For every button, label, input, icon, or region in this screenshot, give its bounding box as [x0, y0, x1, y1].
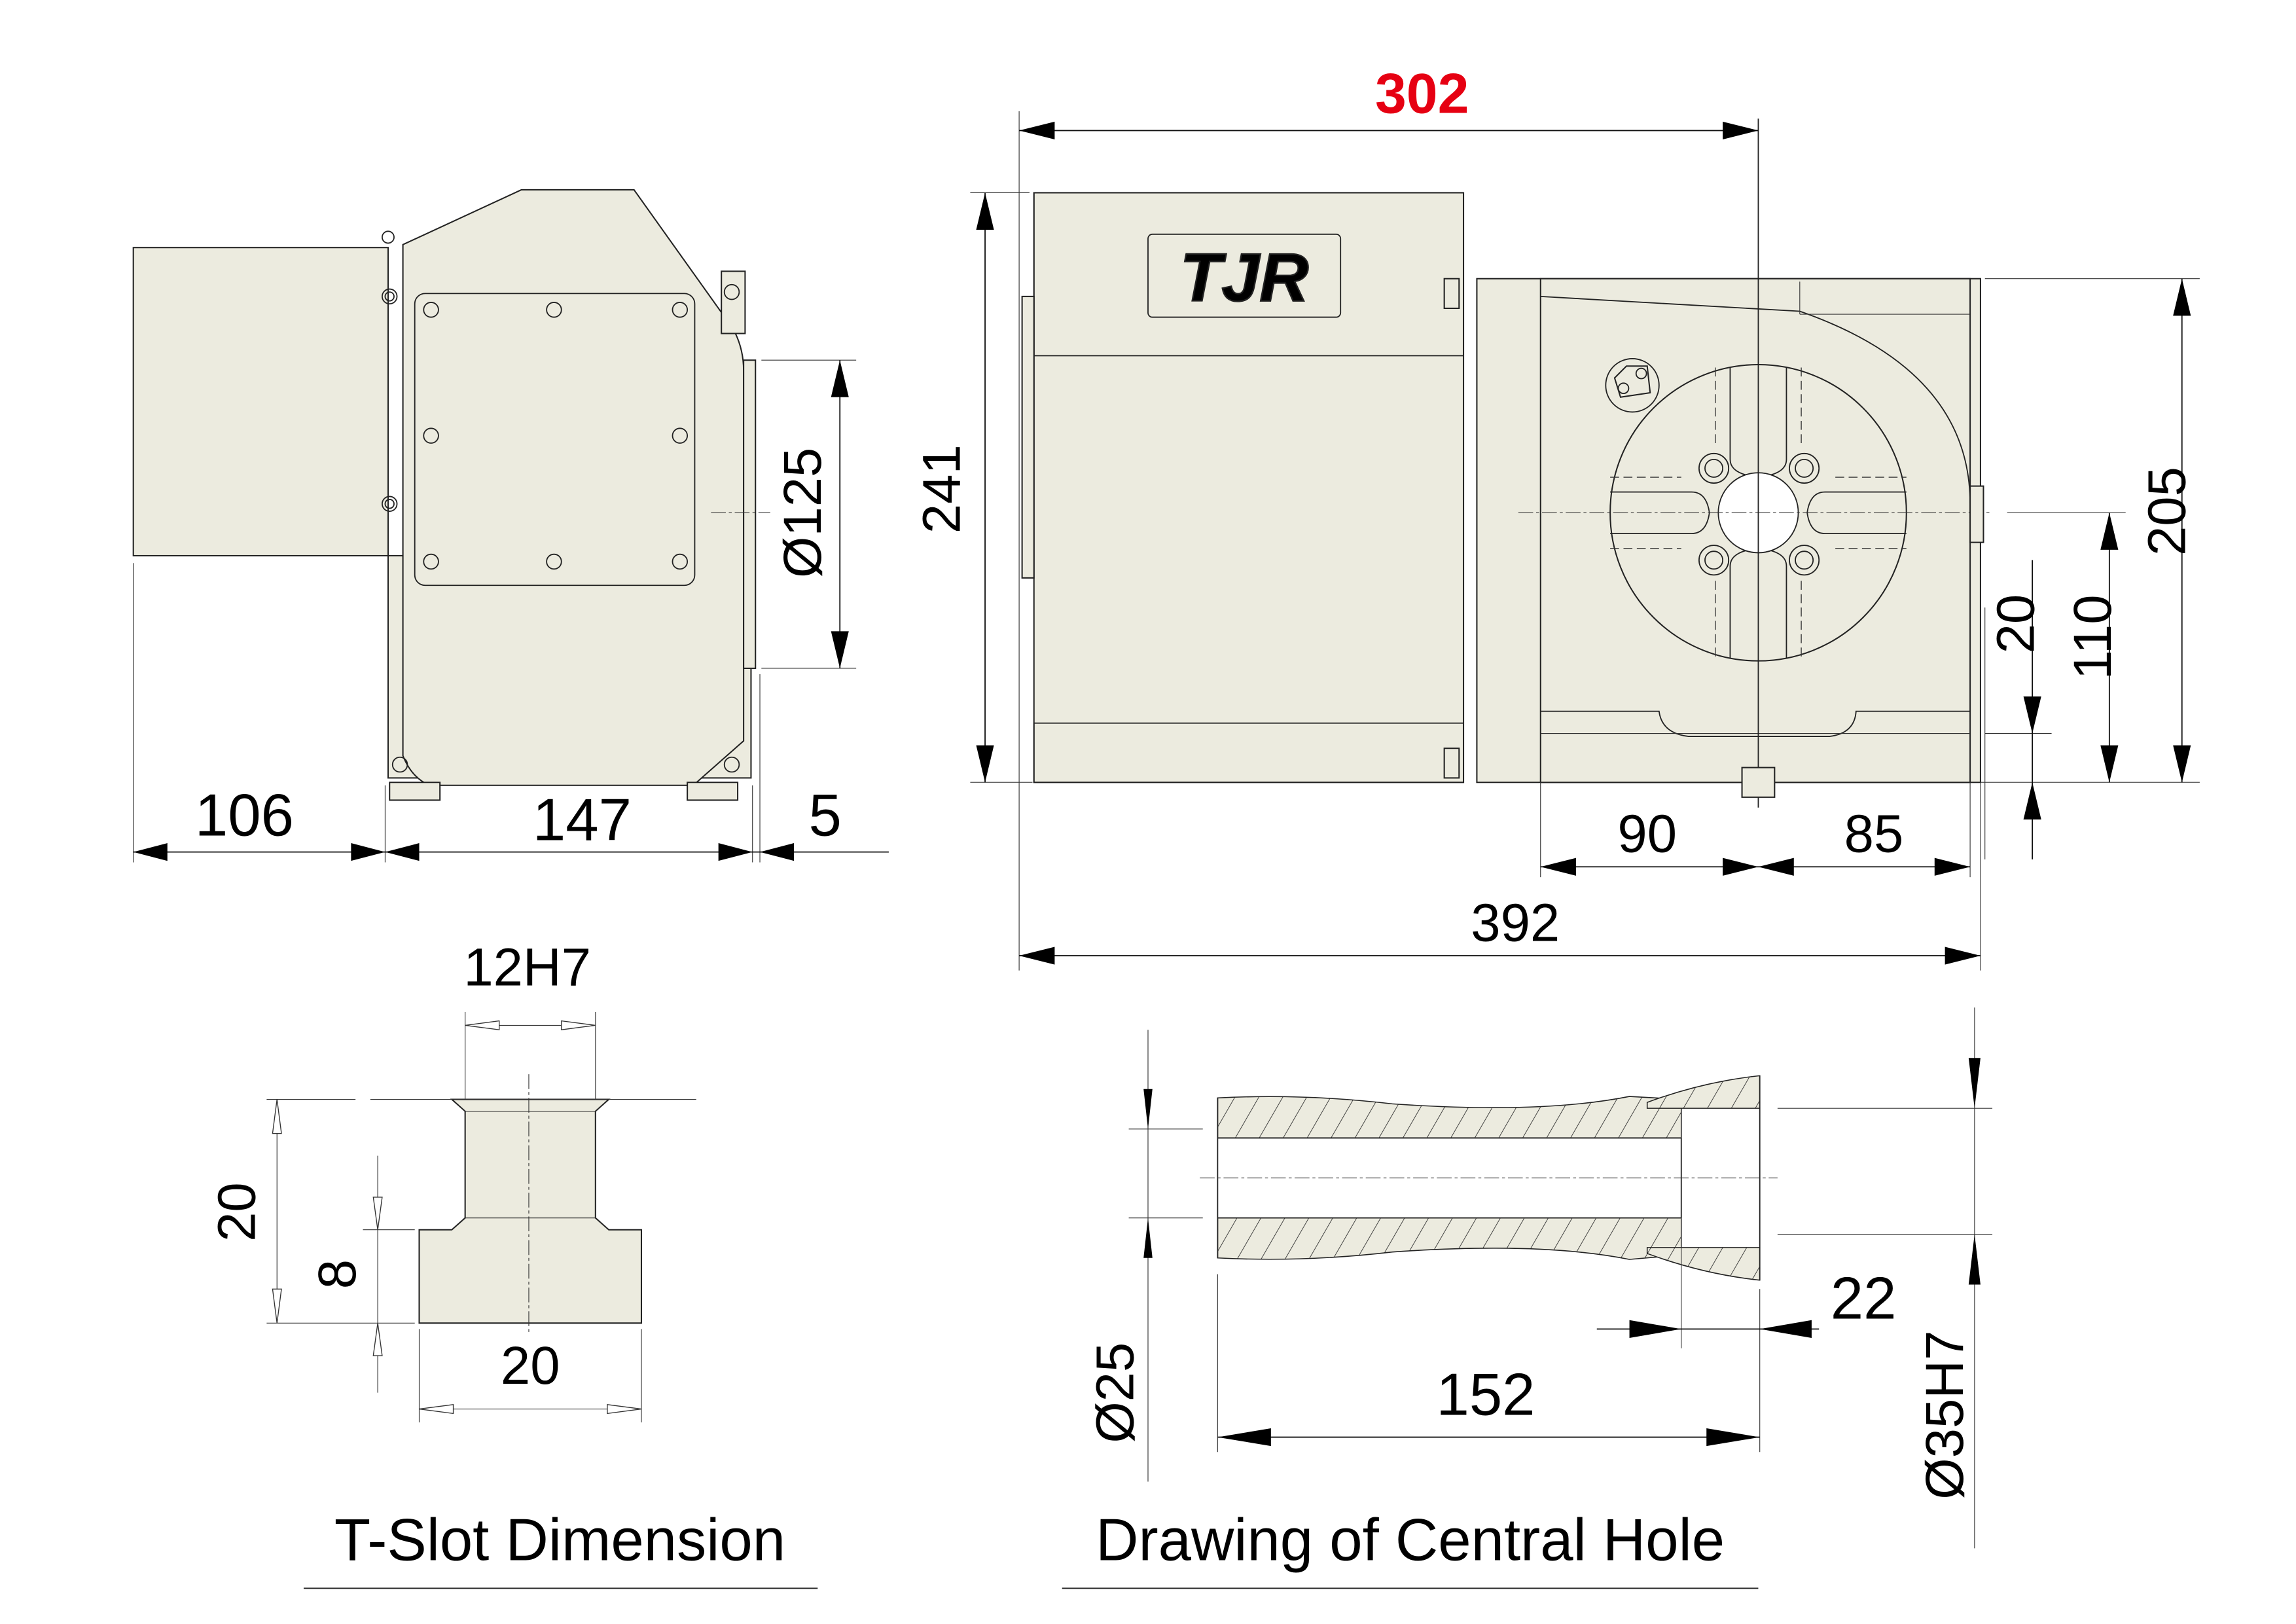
dim-table-height: 205: [2137, 467, 2197, 556]
faceplate: [743, 359, 757, 669]
dim-hole-length: 152: [1436, 1362, 1535, 1428]
dim-face-offset: 5: [808, 783, 841, 849]
dim-overall-length: 392: [1471, 893, 1560, 952]
dim-faceplate-diameter: Ø125: [773, 448, 833, 578]
dim-counterbore-diameter: Ø35H7: [1915, 1331, 1975, 1500]
dim-total-depth: 20: [207, 1182, 266, 1242]
table-bolts: [1698, 452, 1820, 576]
central-hole-diagram: Ø25 152 22 Ø35H7 Drawing of Central Hole: [1062, 1007, 1993, 1589]
dim-overall-height-motor: 302: [1375, 62, 1469, 125]
svg-text:TJR: TJR: [1180, 240, 1309, 316]
dim-motor-length: 106: [195, 783, 294, 849]
cover-bolts: [391, 283, 740, 773]
tjr-logo: TJR: [1147, 233, 1342, 318]
dim-center-to-right: 85: [1844, 804, 1904, 864]
tslot-diagram: 12H7 20 8 20 T-Slot Dimension: [207, 937, 818, 1589]
tslot-profile: [418, 1098, 642, 1324]
dim-body-width: 147: [533, 787, 632, 854]
motor-housing: [132, 247, 389, 556]
side-view: 106 147 5 Ø125: [132, 189, 889, 863]
dim-total-height: 241: [912, 444, 972, 533]
dim-center-height: 110: [2063, 594, 2123, 679]
cover-plate: [414, 293, 696, 586]
dim-key-height: 20: [1986, 594, 2045, 654]
bolt-icon: [382, 230, 395, 244]
dim-bore-diameter: Ø25: [1085, 1343, 1145, 1443]
motor-bolts: [382, 288, 398, 512]
dim-base-width: 20: [501, 1336, 560, 1396]
front-view: TJR: [912, 62, 2200, 971]
clamp-icon: [1605, 358, 1660, 413]
gearbox-body: [402, 189, 745, 786]
tslot-title: T-Slot Dimension: [334, 1507, 785, 1573]
dim-base-height: 8: [308, 1259, 367, 1289]
dim-slot-width: 12H7: [463, 937, 591, 997]
central-hole-title: Drawing of Central Hole: [1096, 1507, 1725, 1573]
dim-left-to-center: 90: [1617, 804, 1677, 864]
dim-counterbore-depth: 22: [1831, 1266, 1897, 1332]
